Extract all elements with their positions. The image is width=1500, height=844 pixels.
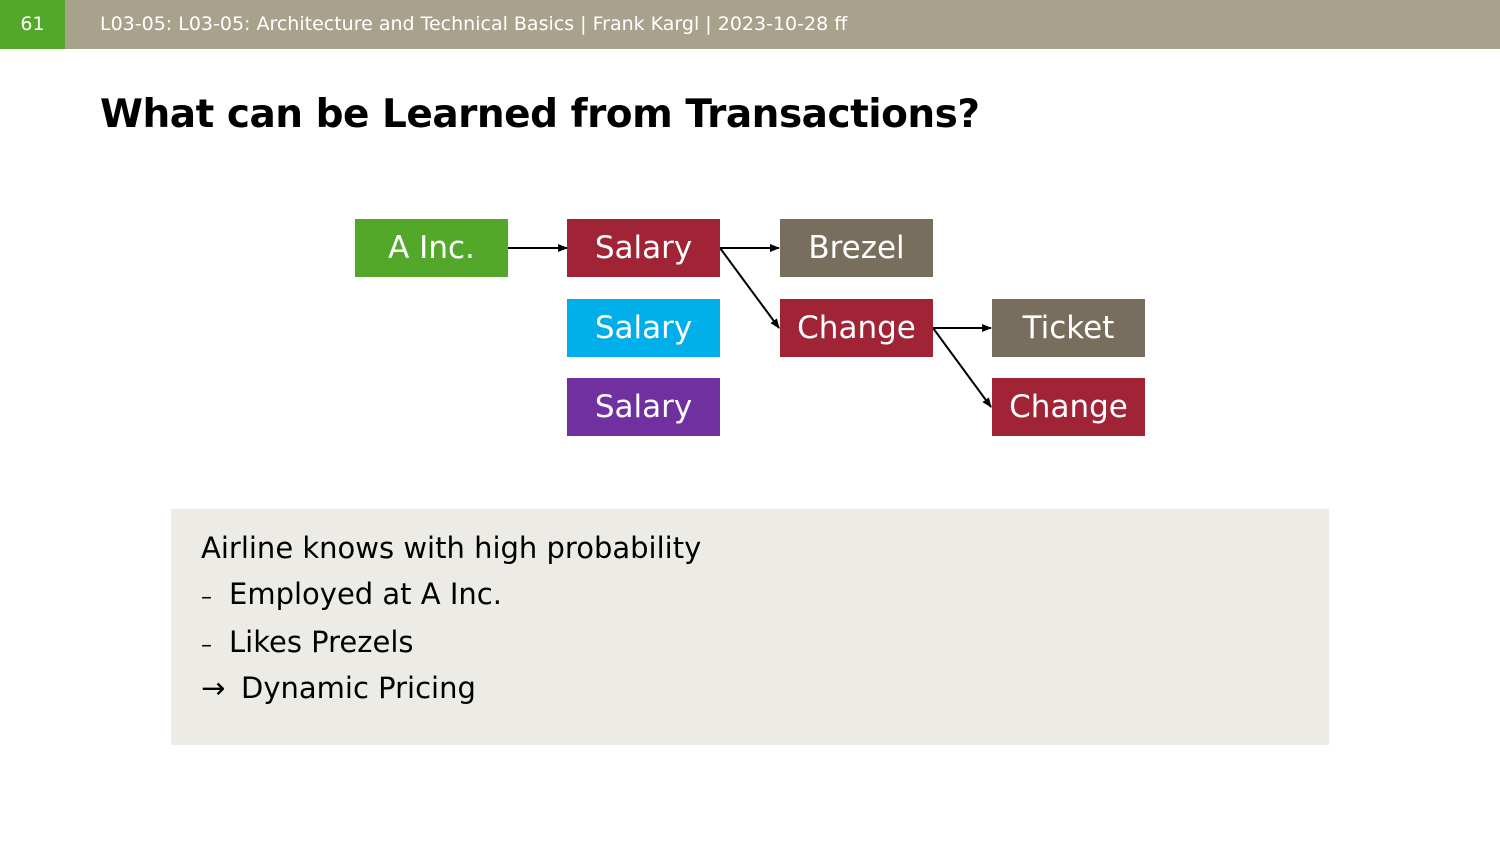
bullet-text: Employed at A Inc. <box>229 577 502 611</box>
conclusion-text: Dynamic Pricing <box>241 671 476 705</box>
slide-number: 61 <box>0 0 65 49</box>
node-brezel: Brezel <box>780 219 933 277</box>
node-salary-red: Salary <box>567 219 720 277</box>
bullet-text: Likes Prezels <box>229 625 414 659</box>
header-text: L03-05: L03-05: Architecture and Technic… <box>100 13 848 35</box>
node-ticket: Ticket <box>992 299 1145 357</box>
slide-title: What can be Learned from Transactions? <box>100 92 980 137</box>
info-bullet-employed: –Employed at A Inc. <box>201 577 502 611</box>
right-arrow-icon: → <box>201 671 226 705</box>
node-change-1: Change <box>780 299 933 357</box>
node-salary-purple: Salary <box>567 378 720 436</box>
info-heading: Airline knows with high probability <box>201 531 702 565</box>
info-box: Airline knows with high probability –Emp… <box>171 509 1329 745</box>
info-bullet-prezels: –Likes Prezels <box>201 625 413 659</box>
bullet-dash: – <box>201 633 212 658</box>
header-bar: 61 L03-05: L03-05: Architecture and Tech… <box>0 0 1500 49</box>
node-a-inc: A Inc. <box>355 219 508 277</box>
arrow-salary-to-change <box>719 247 780 329</box>
node-change-2: Change <box>992 378 1145 436</box>
arrow-change-to-change <box>932 327 992 408</box>
bullet-dash: – <box>201 585 212 610</box>
info-conclusion: → Dynamic Pricing <box>201 671 476 705</box>
node-salary-blue: Salary <box>567 299 720 357</box>
